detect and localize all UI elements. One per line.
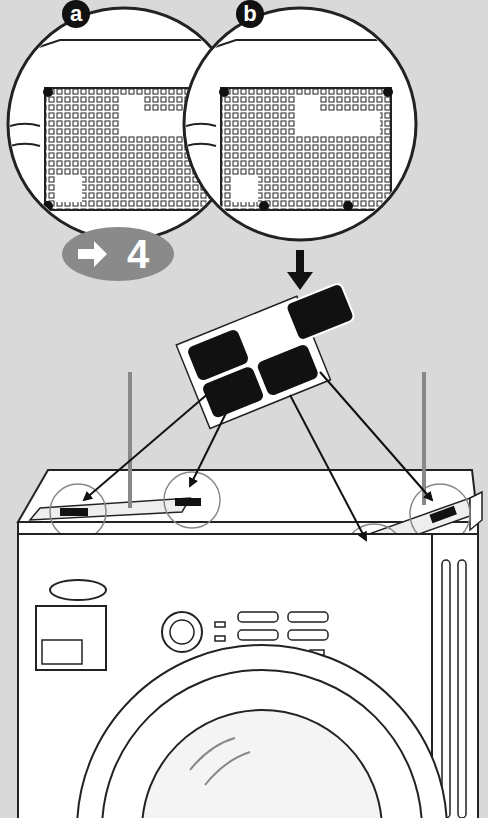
corner-detail bbox=[176, 40, 426, 211]
badge-letter: a bbox=[70, 3, 82, 25]
detail-circle bbox=[184, 8, 416, 240]
badge-letter: b bbox=[243, 3, 256, 25]
step-oval bbox=[62, 227, 174, 281]
letter-badge: a bbox=[62, 0, 90, 28]
letter-badge: b bbox=[236, 0, 264, 28]
detail-circle bbox=[8, 8, 240, 240]
arrow-glyph bbox=[78, 241, 107, 267]
step-number: 4 bbox=[127, 234, 149, 274]
step-oval: 4 bbox=[112, 230, 164, 278]
down-arrow bbox=[287, 250, 313, 290]
placement-arrow bbox=[84, 372, 432, 540]
